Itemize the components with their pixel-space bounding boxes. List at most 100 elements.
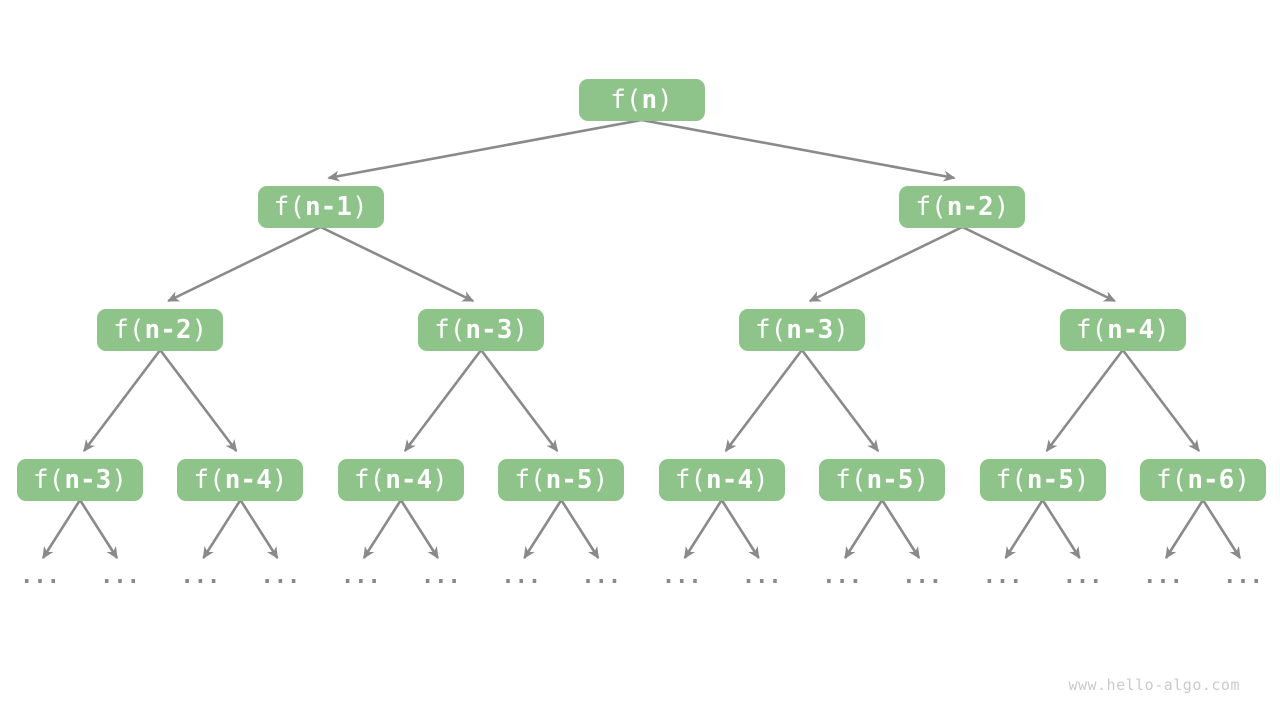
node-label-arg: n — [641, 85, 658, 115]
node-label-arg: n-3 — [786, 315, 834, 345]
ellipsis-leaf: ... — [340, 564, 381, 589]
ellipsis-leaf: ... — [180, 564, 221, 589]
arrow — [724, 349, 803, 452]
ellipsis-leaf: ... — [1143, 564, 1183, 589]
arrow — [881, 499, 921, 560]
tree-node: f(n-4) — [1059, 309, 1186, 351]
node-label-pfx: f( — [273, 192, 305, 222]
arrow — [808, 225, 963, 303]
node-label-arg: n-6 — [1187, 465, 1235, 495]
arrow — [720, 499, 760, 560]
node-label-pfx: f( — [754, 315, 787, 345]
arrow — [82, 349, 162, 452]
arrow — [800, 349, 880, 452]
node-label-arg: n-2 — [946, 192, 994, 222]
node-label-pfx: f( — [33, 465, 65, 495]
node-label-sfx: ) — [833, 315, 849, 345]
node-label-arg: n-5 — [1026, 465, 1074, 495]
node-label-sfx: ) — [993, 192, 1010, 222]
node-label-pfx: f( — [113, 315, 145, 345]
arrow — [683, 499, 723, 560]
node-label-sfx: ) — [1154, 315, 1170, 345]
node-label-arg: n-4 — [1107, 315, 1155, 345]
node-label-arg: n-4 — [224, 465, 272, 495]
node-label-arg: n-4 — [706, 465, 754, 495]
tree-node: f(n-4) — [337, 459, 464, 501]
node-label-sfx: ) — [191, 315, 208, 345]
node-label-sfx: ) — [111, 465, 127, 495]
node-label-sfx: ) — [432, 465, 448, 495]
arrow — [523, 499, 563, 560]
tree-node: f(n-4) — [177, 459, 304, 501]
node-label-arg: n-4 — [385, 465, 433, 495]
arrow — [844, 499, 884, 560]
ellipsis-leaf: ... — [581, 564, 622, 589]
tree-node: f(n-6) — [1140, 459, 1266, 501]
node-label-arg: n-5 — [545, 465, 593, 495]
arrow — [167, 225, 322, 303]
arrow — [78, 499, 119, 560]
node-label-pfx: f( — [1156, 465, 1188, 495]
node-label-pfx: f( — [915, 192, 947, 222]
node-label-pfx: f( — [353, 465, 386, 495]
arrow — [159, 349, 238, 452]
node-label-sfx: ) — [592, 465, 609, 495]
tree-node: f(n) — [578, 79, 705, 121]
arrow — [961, 225, 1116, 303]
arrow — [362, 499, 402, 560]
arrow — [480, 349, 559, 452]
ellipsis-leaf: ... — [20, 564, 60, 589]
arrow — [560, 499, 600, 560]
tree-node: f(n-5) — [819, 459, 946, 501]
node-label-pfx: f( — [610, 85, 642, 115]
node-label-pfx: f( — [193, 465, 225, 495]
ellipsis-leaf: ... — [822, 564, 863, 589]
node-label-sfx: ) — [512, 315, 529, 345]
tree-node: f(n-2) — [97, 309, 224, 351]
arrow — [41, 499, 82, 560]
arrow — [641, 118, 956, 182]
ellipsis-leaf: ... — [100, 564, 140, 589]
arrow — [399, 499, 439, 560]
node-label-sfx: ) — [1234, 465, 1250, 495]
tree-node: f(n-2) — [899, 186, 1026, 228]
arrow — [1041, 499, 1081, 560]
ellipsis-leaf: ... — [982, 564, 1023, 589]
arrow — [202, 499, 242, 560]
ellipsis-leaf: ... — [420, 564, 461, 589]
arrow — [1164, 499, 1205, 560]
ellipsis-leaf: ... — [1062, 564, 1103, 589]
node-label-sfx: ) — [753, 465, 769, 495]
node-label-pfx: f( — [995, 465, 1027, 495]
node-label-sfx: ) — [1073, 465, 1090, 495]
ellipsis-leaf: ... — [260, 564, 301, 589]
arrow — [403, 349, 483, 452]
arrow — [1004, 499, 1044, 560]
ellipsis-leaf: ... — [902, 564, 943, 589]
node-label-pfx: f( — [835, 465, 867, 495]
tree-node: f(n-4) — [658, 459, 785, 501]
arrow — [239, 499, 279, 560]
node-label-pfx: f( — [434, 315, 466, 345]
tree-node: f(n-5) — [498, 459, 625, 501]
watermark: www.hello-algo.com — [1068, 676, 1240, 694]
tree-node: f(n-5) — [979, 459, 1106, 501]
tree-node: f(n-3) — [738, 309, 865, 351]
node-label-pfx: f( — [1075, 315, 1108, 345]
node-label-pfx: f( — [514, 465, 546, 495]
node-label-sfx: ) — [271, 465, 288, 495]
arrow — [320, 225, 475, 303]
node-label-sfx: ) — [351, 192, 368, 222]
node-label-sfx: ) — [657, 85, 673, 115]
tree-node: f(n-3) — [17, 459, 143, 501]
tree-node: f(n-1) — [257, 186, 384, 228]
tree-node: f(n-3) — [418, 309, 545, 351]
node-label-arg: n-1 — [304, 192, 352, 222]
ellipsis-leaf: ... — [741, 564, 782, 589]
node-label-arg: n-3 — [64, 465, 112, 495]
arrow — [327, 118, 642, 182]
arrow — [1121, 349, 1201, 452]
node-label-arg: n-3 — [465, 315, 513, 345]
